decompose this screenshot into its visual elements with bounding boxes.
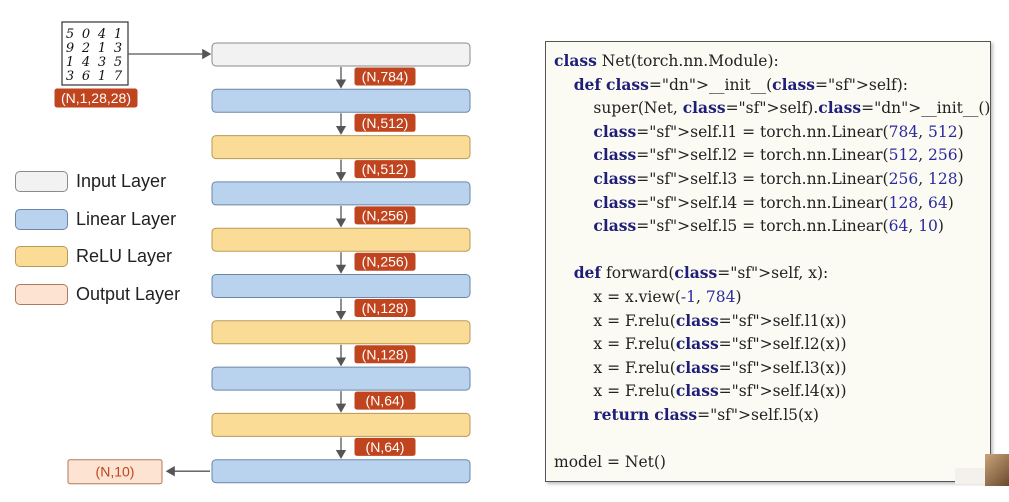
mnist-digit: 5 [66, 27, 74, 42]
mnist-digit: 3 [98, 55, 106, 70]
input-shape-label-text: (N,1,28,28) [61, 90, 131, 106]
shape-label: (N,128) [354, 345, 416, 364]
shape-label: (N,64) [354, 437, 416, 456]
layer-box-linear [211, 459, 471, 484]
code-line: x = x.view(-1, 784) [554, 288, 742, 306]
layer-box-relu [211, 135, 471, 160]
mnist-digit: 1 [98, 41, 106, 56]
code-line: class Net(torch.nn.Module): [554, 51, 779, 70]
code-line: class="sf">self.l2 = torch.nn.Linear(512… [593, 145, 964, 165]
output-layer-box: (N,10) [67, 459, 163, 485]
layer-box-linear [211, 274, 471, 298]
mnist-digit: 4 [81, 55, 90, 70]
shape-label: (N,512) [354, 160, 416, 179]
shape-label-text: (N,128) [362, 300, 409, 316]
code-panel: class Net(torch.nn.Module): def class="d… [545, 41, 991, 482]
shape-label-text: (N,256) [362, 254, 409, 270]
code-line: x = F.relu(class="sf">self.l3(x)) [554, 357, 847, 377]
input-shape-label: (N,1,28,28) [54, 88, 138, 108]
shape-label: (N,64) [354, 391, 416, 410]
presenter-thumbnail [985, 454, 1009, 486]
code-line: return class="sf">self.l5(x) [593, 405, 819, 424]
code-line: class="sf">self.l5 = torch.nn.Linear(64,… [593, 216, 944, 236]
mnist-digit: 5 [114, 55, 122, 70]
shape-label-text: (N,256) [362, 207, 409, 223]
shape-label-text: (N,512) [362, 115, 409, 131]
layer-box-linear [211, 88, 471, 113]
shape-label: (N,128) [354, 299, 416, 317]
legend-swatch [15, 171, 68, 192]
layer-box-relu [211, 227, 471, 252]
legend-label: Input Layer [76, 171, 167, 191]
code-line: super(Net, class="sf">self).class="dn">_… [554, 98, 991, 118]
layer-box-linear [211, 181, 471, 206]
mnist-digit: 3 [114, 41, 122, 56]
mnist-digit: 7 [114, 69, 123, 84]
mnist-digit: 4 [97, 27, 106, 42]
mnist-digit: 1 [98, 69, 106, 84]
mnist-digit: 1 [114, 27, 122, 42]
code-line: model = Net() [554, 453, 666, 472]
shape-label: (N,256) [354, 252, 416, 271]
layer-box-input [211, 42, 471, 67]
shape-label-text: (N,64) [366, 439, 405, 455]
code-line: def class="dn">__init__(class="sf">self)… [573, 74, 909, 94]
shape-label-text: (N,64) [366, 393, 405, 409]
mnist-digit: 6 [82, 69, 90, 84]
layer-box-linear [211, 366, 471, 391]
mnist-frame [61, 21, 129, 86]
legend-label: ReLU Layer [76, 246, 173, 266]
mnist-digit: 9 [66, 41, 74, 56]
code-line: def forward(class="sf">self, x): [573, 263, 829, 283]
legend-swatch [15, 283, 68, 305]
shape-label-text: (N,128) [362, 346, 409, 362]
layer-box-relu [211, 412, 471, 437]
shape-label: (N,256) [354, 206, 416, 225]
mnist-digit: 0 [82, 27, 90, 42]
shape-label: (N,512) [354, 113, 416, 132]
legend-label: Linear Layer [76, 208, 177, 229]
shape-label-text: (N,512) [362, 161, 409, 177]
shape-label: (N,784) [354, 67, 416, 86]
shape-label-text: (N,784) [362, 69, 409, 85]
layer-box-relu [211, 320, 471, 345]
legend-swatch [15, 246, 68, 267]
mnist-digit: 2 [81, 41, 90, 56]
output-layer-box-text: (N,10) [96, 464, 135, 480]
code-line: class="sf">self.l4 = torch.nn.Linear(128… [593, 192, 954, 212]
legend-label: Output Layer [76, 283, 181, 304]
code-line: class="sf">self.l3 = torch.nn.Linear(256… [593, 169, 964, 188]
code-line: x = F.relu(class="sf">self.l2(x)) [554, 334, 847, 354]
code-line: class="sf">self.l1 = torch.nn.Linear(784… [593, 121, 964, 141]
code-line: x = F.relu(class="sf">self.l4(x)) [554, 381, 847, 401]
mnist-digit: 1 [66, 55, 74, 70]
legend-swatch [15, 208, 68, 230]
mnist-digit: 3 [66, 69, 74, 84]
video-overlay-edge [955, 468, 985, 484]
code-line: x = F.relu(class="sf">self.l1(x)) [554, 310, 847, 330]
